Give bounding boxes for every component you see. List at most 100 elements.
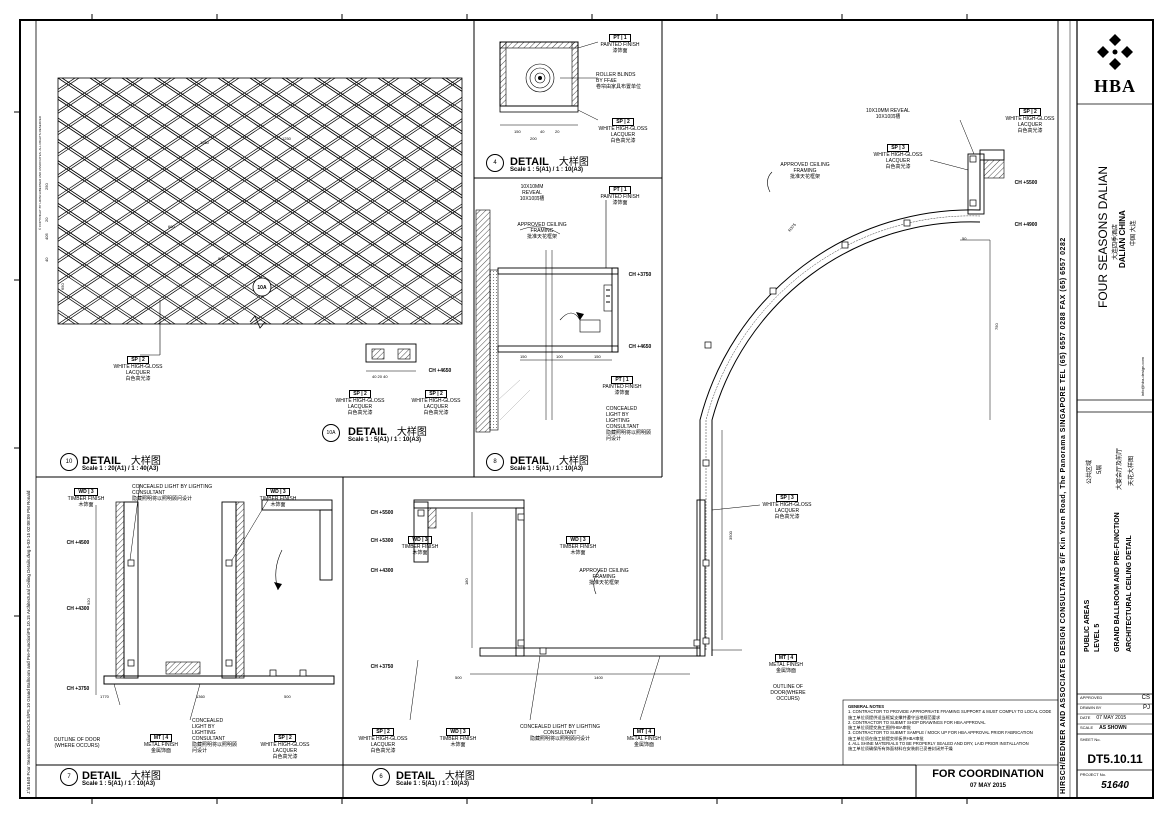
svg-text:3500: 3500 (728, 530, 733, 540)
detail-7-bubble: 7 (60, 768, 78, 786)
detail-6-bubble: 6 (372, 768, 390, 786)
detail-10a-section: 40 20 40 (365, 343, 417, 379)
project-location: DALIAN CHINA (1118, 210, 1127, 268)
file-path-text: J:\51640 Four Seasons Dalian\DOC\L5\P5.1… (26, 490, 31, 794)
svg-text:150: 150 (594, 354, 601, 359)
contact-email: info@hba-design.com (1140, 357, 1145, 396)
sheet-number: DT5.10.11 (1087, 752, 1143, 766)
sheet-border (19, 19, 1154, 799)
room-name: GRAND BALLROOM AND PRE-FUNCTION (1114, 512, 1121, 652)
detail-8-bubble: 8 (486, 453, 504, 471)
drawing-name: ARCHITECTURAL CEILING DETAIL (1126, 535, 1133, 652)
tag-outline-door-curved: OUTLINE OF DOOR(WHERE OCCURS) (770, 684, 806, 702)
svg-text:1400: 1400 (594, 675, 604, 680)
project-location-cn: 中国 大连 (1131, 220, 1137, 246)
svg-text:100: 100 (556, 354, 563, 359)
copyright-text: © COPYRIGHT BY HIRSCH/BEDNER AND ASSOCIA… (38, 115, 42, 230)
title-block (1057, 19, 1154, 799)
svg-text:500: 500 (455, 675, 462, 680)
ch-level-label: CH +4900 (1014, 222, 1038, 228)
svg-text:650: 650 (60, 283, 65, 290)
project-name: FOUR SEASONS DALIAN (1096, 165, 1110, 308)
detail-10-scale: Scale 1 : 20(A1) / 1 : 40(A3) (82, 466, 159, 472)
ceiling-step-section-6: 180 500 1400 (409, 499, 706, 721)
coordination-date: 07 MAY 2015 (969, 783, 1007, 789)
ch-level-label: CH +4650 (428, 368, 452, 374)
hba-logo: HBA (1093, 76, 1136, 96)
drawing-cn: 天花大样图 (1129, 455, 1135, 486)
detail-10a-bubble: 10A (322, 424, 340, 442)
svg-text:1360: 1360 (196, 694, 206, 699)
detail-7-scale: Scale 1 : 5(A1) / 1 : 10(A3) (82, 781, 156, 787)
project-number-label: PROJECT No. (1080, 772, 1106, 777)
detail-8-scale: Scale 1 : 5(A1) / 1 : 10(A3) (510, 466, 584, 472)
svg-text:180: 180 (464, 578, 469, 585)
svg-text:405: 405 (44, 233, 49, 240)
svg-text:20: 20 (555, 129, 560, 134)
svg-text:R375: R375 (787, 222, 797, 233)
curved-ceiling-section: 3500 750 R375 50 (699, 119, 1005, 656)
project-number: 51640 (1101, 780, 1129, 791)
room-cn: 大宴会厅及前厅 (1117, 447, 1123, 490)
area-name: PUBLIC AREAS (1084, 599, 1091, 652)
svg-text:920: 920 (86, 598, 91, 605)
ch-level-label: CH +5500 (1014, 180, 1038, 186)
detail-4-bubble: 4 (486, 154, 504, 172)
for-coordination-stamp: FOR COORDINATION (932, 768, 1044, 780)
svg-text:150: 150 (514, 129, 521, 134)
tag-outline-door-detail7: OUTLINE OF DOOR (WHERE OCCURS) (53, 737, 101, 749)
detail-10-bubble: 10 (60, 453, 78, 471)
cove-section-detail: 150 100 150 (475, 200, 619, 433)
level-cn: 5层 (1097, 464, 1103, 474)
detail-6-scale: Scale 1 : 5(A1) / 1 : 10(A3) (396, 781, 470, 787)
svg-text:900: 900 (218, 256, 225, 261)
ch-level-label: CH +5500 (370, 510, 394, 516)
ch-level-label: CH +3750 (66, 686, 90, 692)
svg-text:500: 500 (284, 694, 291, 699)
ch-level-label: CH +4300 (370, 568, 394, 574)
svg-text:150: 150 (520, 354, 527, 359)
detail-10a-scale: Scale 1 : 5(A1) / 1 : 10(A3) (348, 437, 422, 443)
detail-4-scale: Scale 1 : 5(A1) / 1 : 10(A3) (510, 167, 584, 173)
svg-text:250: 250 (44, 183, 49, 190)
svg-text:1250: 1250 (282, 136, 292, 141)
ch-level-label: CH +4300 (66, 606, 90, 612)
svg-text:1250: 1250 (200, 140, 210, 145)
svg-text:750: 750 (994, 323, 999, 330)
